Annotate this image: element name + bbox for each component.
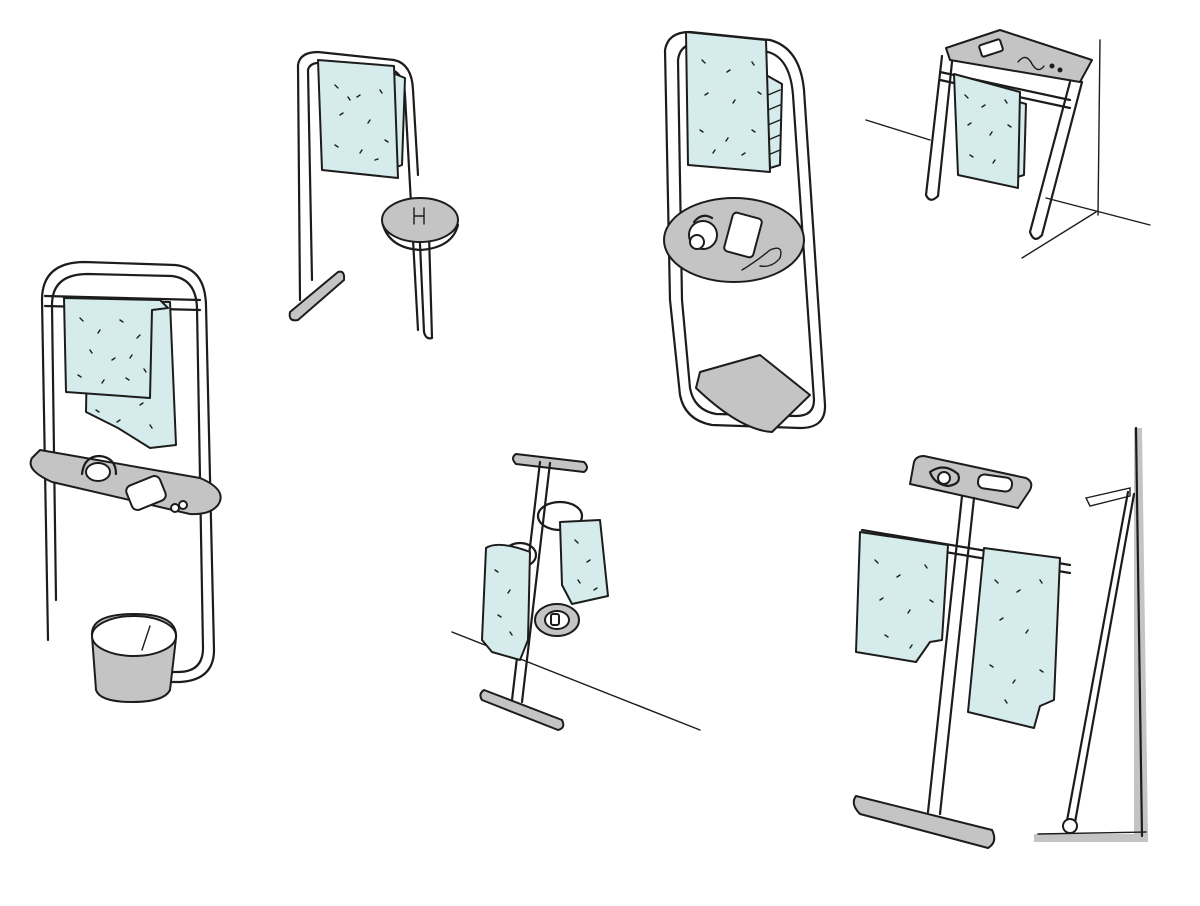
cable-icon bbox=[741, 247, 782, 271]
footplate bbox=[695, 354, 811, 433]
tray-dish bbox=[928, 466, 960, 488]
phone-icon bbox=[978, 38, 1004, 58]
tray-item bbox=[937, 471, 951, 485]
pole bbox=[1064, 490, 1136, 830]
towel-speckles bbox=[334, 84, 389, 161]
top-tray bbox=[909, 455, 1033, 509]
knob-2 bbox=[178, 500, 188, 510]
towel-speckles bbox=[77, 317, 153, 429]
phone-icon bbox=[976, 473, 1014, 493]
frame-outer bbox=[663, 30, 827, 430]
towel-speckles bbox=[874, 559, 1044, 704]
floor-line bbox=[1037, 831, 1147, 835]
knob-1 bbox=[170, 503, 180, 513]
towel-front bbox=[63, 297, 169, 399]
shelf bbox=[29, 449, 222, 516]
table-top bbox=[945, 29, 1093, 83]
tray-clamp bbox=[413, 207, 425, 225]
towel-left bbox=[481, 543, 531, 661]
cable-icon bbox=[1017, 56, 1045, 71]
base-bar bbox=[852, 795, 996, 849]
towel-speckles bbox=[494, 539, 598, 636]
frame-inner bbox=[50, 272, 205, 674]
bin-rim bbox=[91, 615, 177, 657]
phone-icon bbox=[723, 211, 763, 259]
rack-post bbox=[416, 198, 434, 340]
wall-hook bbox=[1084, 487, 1131, 507]
leg-left bbox=[924, 54, 954, 201]
towel-right bbox=[967, 547, 1061, 729]
headphones-icon bbox=[80, 454, 118, 476]
rack-rail-left bbox=[296, 50, 420, 302]
wall-edge bbox=[1134, 426, 1144, 838]
headphones-icon bbox=[692, 214, 714, 224]
headphone-ear bbox=[689, 234, 705, 250]
tray-base bbox=[381, 223, 460, 252]
sketch-towel-rack-tray bbox=[288, 50, 460, 340]
frame-outer bbox=[40, 260, 216, 684]
sketch-side-table bbox=[865, 29, 1151, 259]
sketch-pole-valet bbox=[451, 453, 701, 731]
item-dot-2 bbox=[1057, 67, 1063, 73]
pole-foot bbox=[1062, 818, 1078, 834]
pole bbox=[926, 494, 976, 816]
item-dot-1 bbox=[1049, 63, 1055, 69]
floor-shadow bbox=[1034, 834, 1148, 842]
towel-side-hatch bbox=[767, 89, 781, 156]
towel-speckles bbox=[699, 59, 762, 156]
round-tray bbox=[381, 197, 459, 243]
towel-front bbox=[685, 31, 771, 173]
sketch-t-stand bbox=[852, 455, 1072, 849]
towel-right bbox=[559, 519, 609, 605]
towel-front bbox=[317, 59, 399, 179]
sketch-leaning-pole bbox=[1034, 426, 1148, 842]
phone-icon bbox=[125, 475, 167, 511]
bin-lid-line bbox=[141, 625, 151, 651]
phone-icon bbox=[550, 613, 560, 626]
foot-bar bbox=[479, 689, 565, 731]
towel-left bbox=[855, 531, 949, 663]
towel-front bbox=[953, 73, 1021, 189]
foot-bar bbox=[288, 270, 346, 322]
wall-lines bbox=[865, 39, 1151, 259]
sketch-frame-stand bbox=[29, 260, 222, 703]
headphone-cup bbox=[85, 462, 111, 482]
sketch-tall-frame-oval-tray bbox=[663, 30, 827, 433]
towel-speckles bbox=[964, 94, 1012, 164]
